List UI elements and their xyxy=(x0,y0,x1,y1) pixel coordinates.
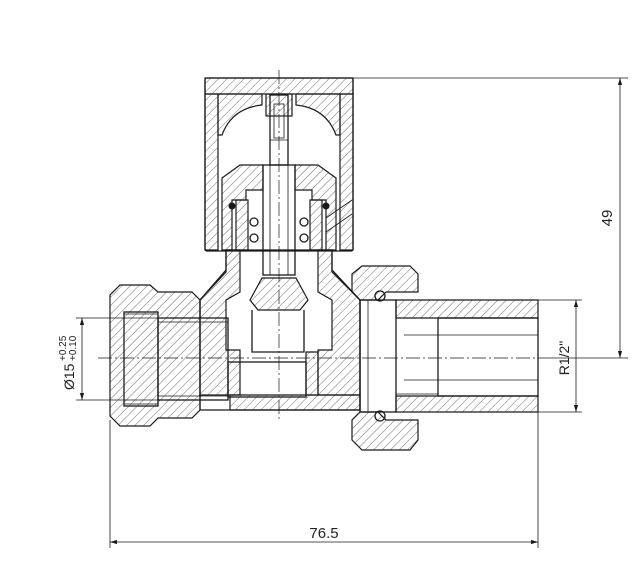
overall-length-label: 76.5 xyxy=(309,525,338,542)
height-label: 49 xyxy=(599,210,616,227)
threaded-tail xyxy=(395,299,539,413)
dimension-height: 49 xyxy=(353,77,628,359)
thread-label: R1/2" xyxy=(556,341,572,376)
pipe-diameter-lower-tolerance: +0.10 xyxy=(68,335,79,361)
dimension-pipe-diameter: Ø15 +0.25 +0.10 xyxy=(58,317,158,401)
compression-nut xyxy=(109,284,229,427)
union-nut xyxy=(351,265,438,451)
pipe-diameter-nominal: Ø15 xyxy=(61,363,77,390)
valve-body xyxy=(199,249,361,411)
dimension-thread: R1/2" xyxy=(538,299,582,413)
pipe-diameter-upper-tolerance: +0.25 xyxy=(58,335,69,361)
dimension-overall-length: 76.5 xyxy=(109,412,539,548)
valve-cap xyxy=(204,77,354,252)
gland-nut xyxy=(221,164,353,251)
